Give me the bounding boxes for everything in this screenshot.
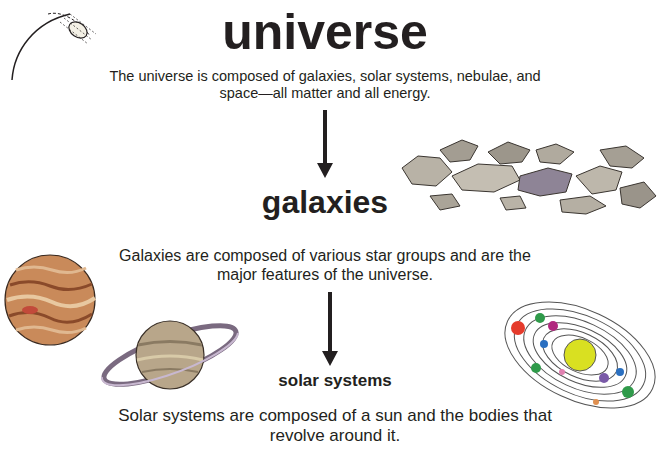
arrow-shaft	[328, 292, 332, 353]
flow-arrow	[317, 110, 333, 178]
concept-node: solar systemsSolar systems are composed …	[90, 370, 580, 446]
node-description: The universe is composed of galaxies, so…	[105, 68, 545, 102]
arrow-head	[317, 163, 333, 178]
node-heading: universe	[90, 2, 560, 62]
node-description: Galaxies are composed of various star gr…	[115, 246, 535, 284]
gas-planet	[5, 255, 95, 345]
arrow-shaft	[323, 110, 327, 165]
node-heading: solar systems	[90, 370, 580, 392]
concept-node: galaxiesGalaxies are composed of various…	[90, 182, 560, 284]
ringed-planet	[98, 314, 242, 396]
flow-arrow	[322, 292, 338, 366]
node-heading: galaxies	[90, 182, 560, 222]
nebula-rocks	[402, 140, 656, 214]
node-description: Solar systems are composed of a sun and …	[110, 406, 560, 446]
arrow-head	[322, 351, 338, 366]
comet	[12, 13, 96, 80]
concept-node: universeThe universe is composed of gala…	[90, 2, 560, 102]
